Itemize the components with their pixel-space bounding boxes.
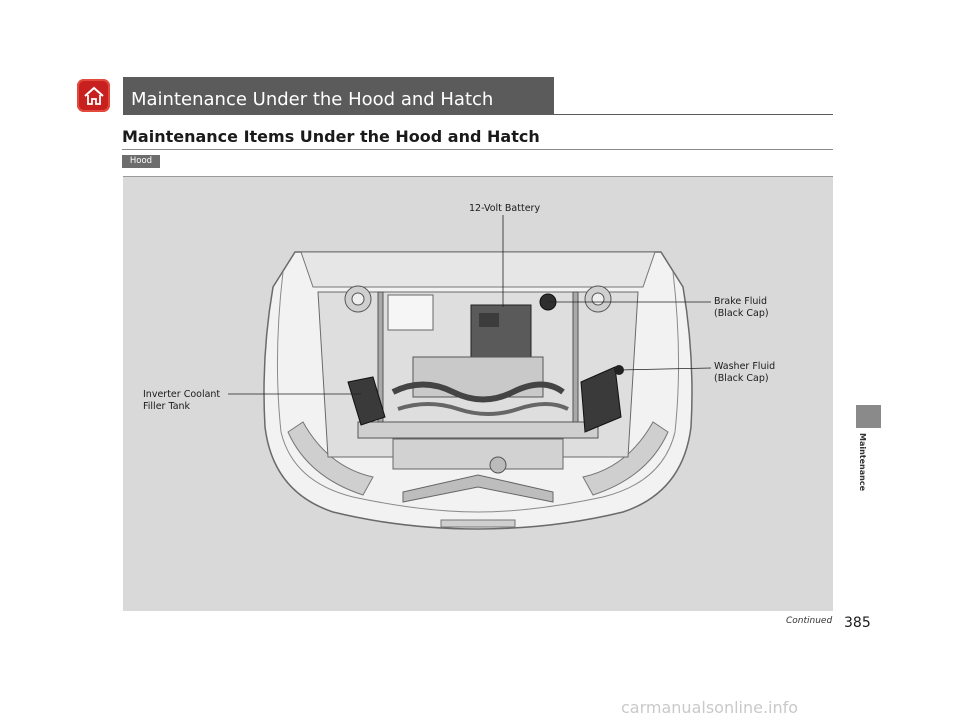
washer-tank-shape [580, 366, 622, 433]
inverter-tank-shape [347, 376, 386, 426]
section-title: Maintenance Under the Hood and Hatch [131, 89, 494, 110]
continued-label: Continued [786, 616, 833, 626]
car-front-drawing [228, 215, 712, 530]
hood-tag: Hood [122, 155, 160, 168]
page-heading: Maintenance Items Under the Hood and Hat… [122, 127, 540, 146]
page-number: 385 [844, 615, 871, 631]
chapter-tab[interactable] [856, 405, 881, 428]
heading-divider [122, 149, 833, 150]
battery-shape [470, 304, 532, 358]
watermark: carmanualsonline.info [621, 698, 799, 717]
battery-callout: 12-Volt Battery [469, 203, 541, 214]
home-icon [83, 86, 104, 105]
brake-fluid-callout-line2: (Black Cap) [714, 308, 769, 319]
section-title-bar [123, 77, 554, 115]
brake-fluid-callout-line1: Brake Fluid [714, 296, 768, 307]
chapter-label: Maintenance [858, 433, 867, 492]
washer-fluid-callout-line2: (Black Cap) [714, 373, 769, 384]
section-divider [123, 114, 833, 115]
washer-fluid-callout-line1: Washer Fluid [714, 361, 776, 372]
inverter-coolant-callout-line2: Filler Tank [143, 401, 191, 412]
inverter-coolant-callout-line1: Inverter Coolant [143, 389, 221, 400]
engine-bay-illustration: 12-Volt Battery Brake Fluid (Black Cap) … [123, 176, 833, 611]
home-button[interactable] [77, 79, 110, 112]
